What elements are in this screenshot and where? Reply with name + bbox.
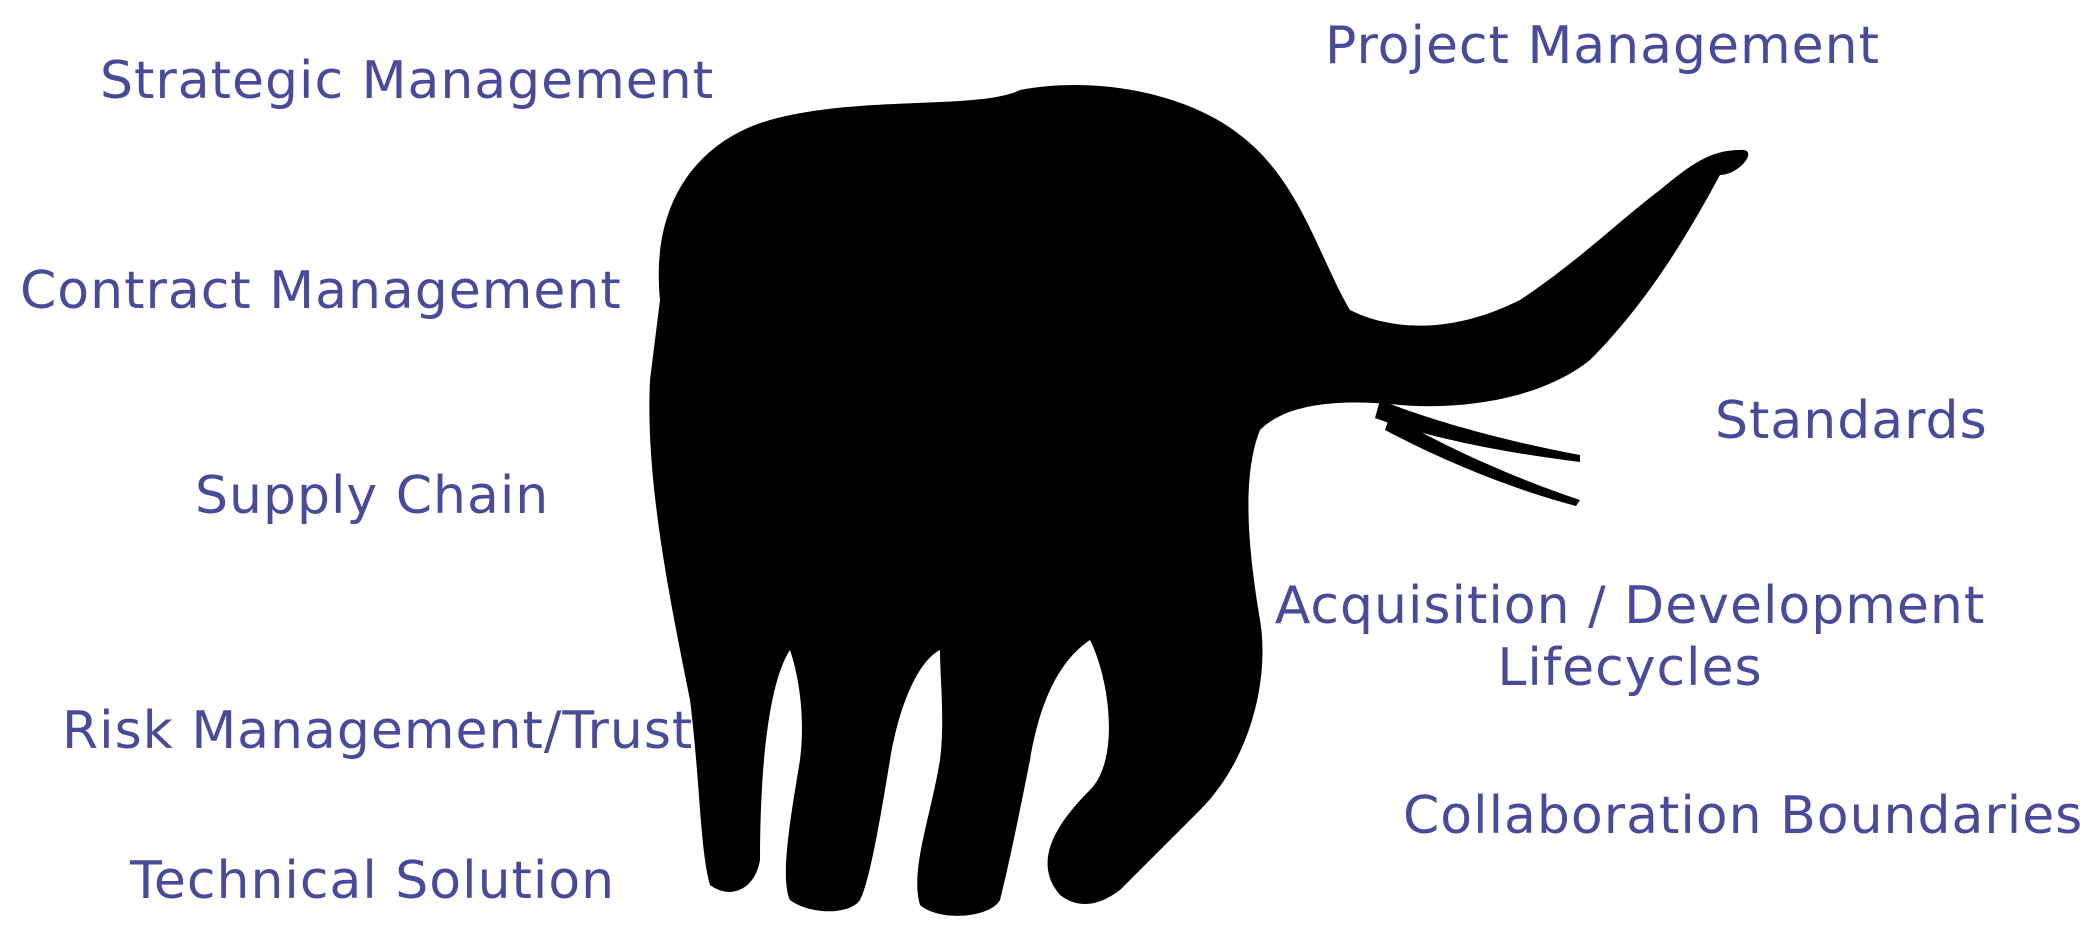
elephant-body xyxy=(649,85,1749,916)
label-project-management: Project Management xyxy=(1325,16,1880,76)
label-acquisition-development: Acquisition / Development Lifecycles xyxy=(1270,575,1990,700)
label-risk-management-trust: Risk Management/Trust xyxy=(62,701,694,761)
label-strategic-management: Strategic Management xyxy=(100,51,715,111)
elephant-ear xyxy=(1020,148,1252,438)
label-acquisition-line1: Acquisition / Development xyxy=(1274,576,1986,636)
label-acquisition-line2: Lifecycles xyxy=(1497,638,1763,699)
elephant-tusk-lower xyxy=(1385,415,1580,506)
elephant-tusk-upper xyxy=(1375,400,1580,462)
label-collaboration-boundaries: Collaboration Boundaries xyxy=(1403,786,2080,846)
label-contract-management: Contract Management xyxy=(20,261,622,321)
label-supply-chain: Supply Chain xyxy=(195,466,550,526)
label-technical-solution: Technical Solution xyxy=(130,851,616,911)
label-standards: Standards xyxy=(1715,391,1988,451)
